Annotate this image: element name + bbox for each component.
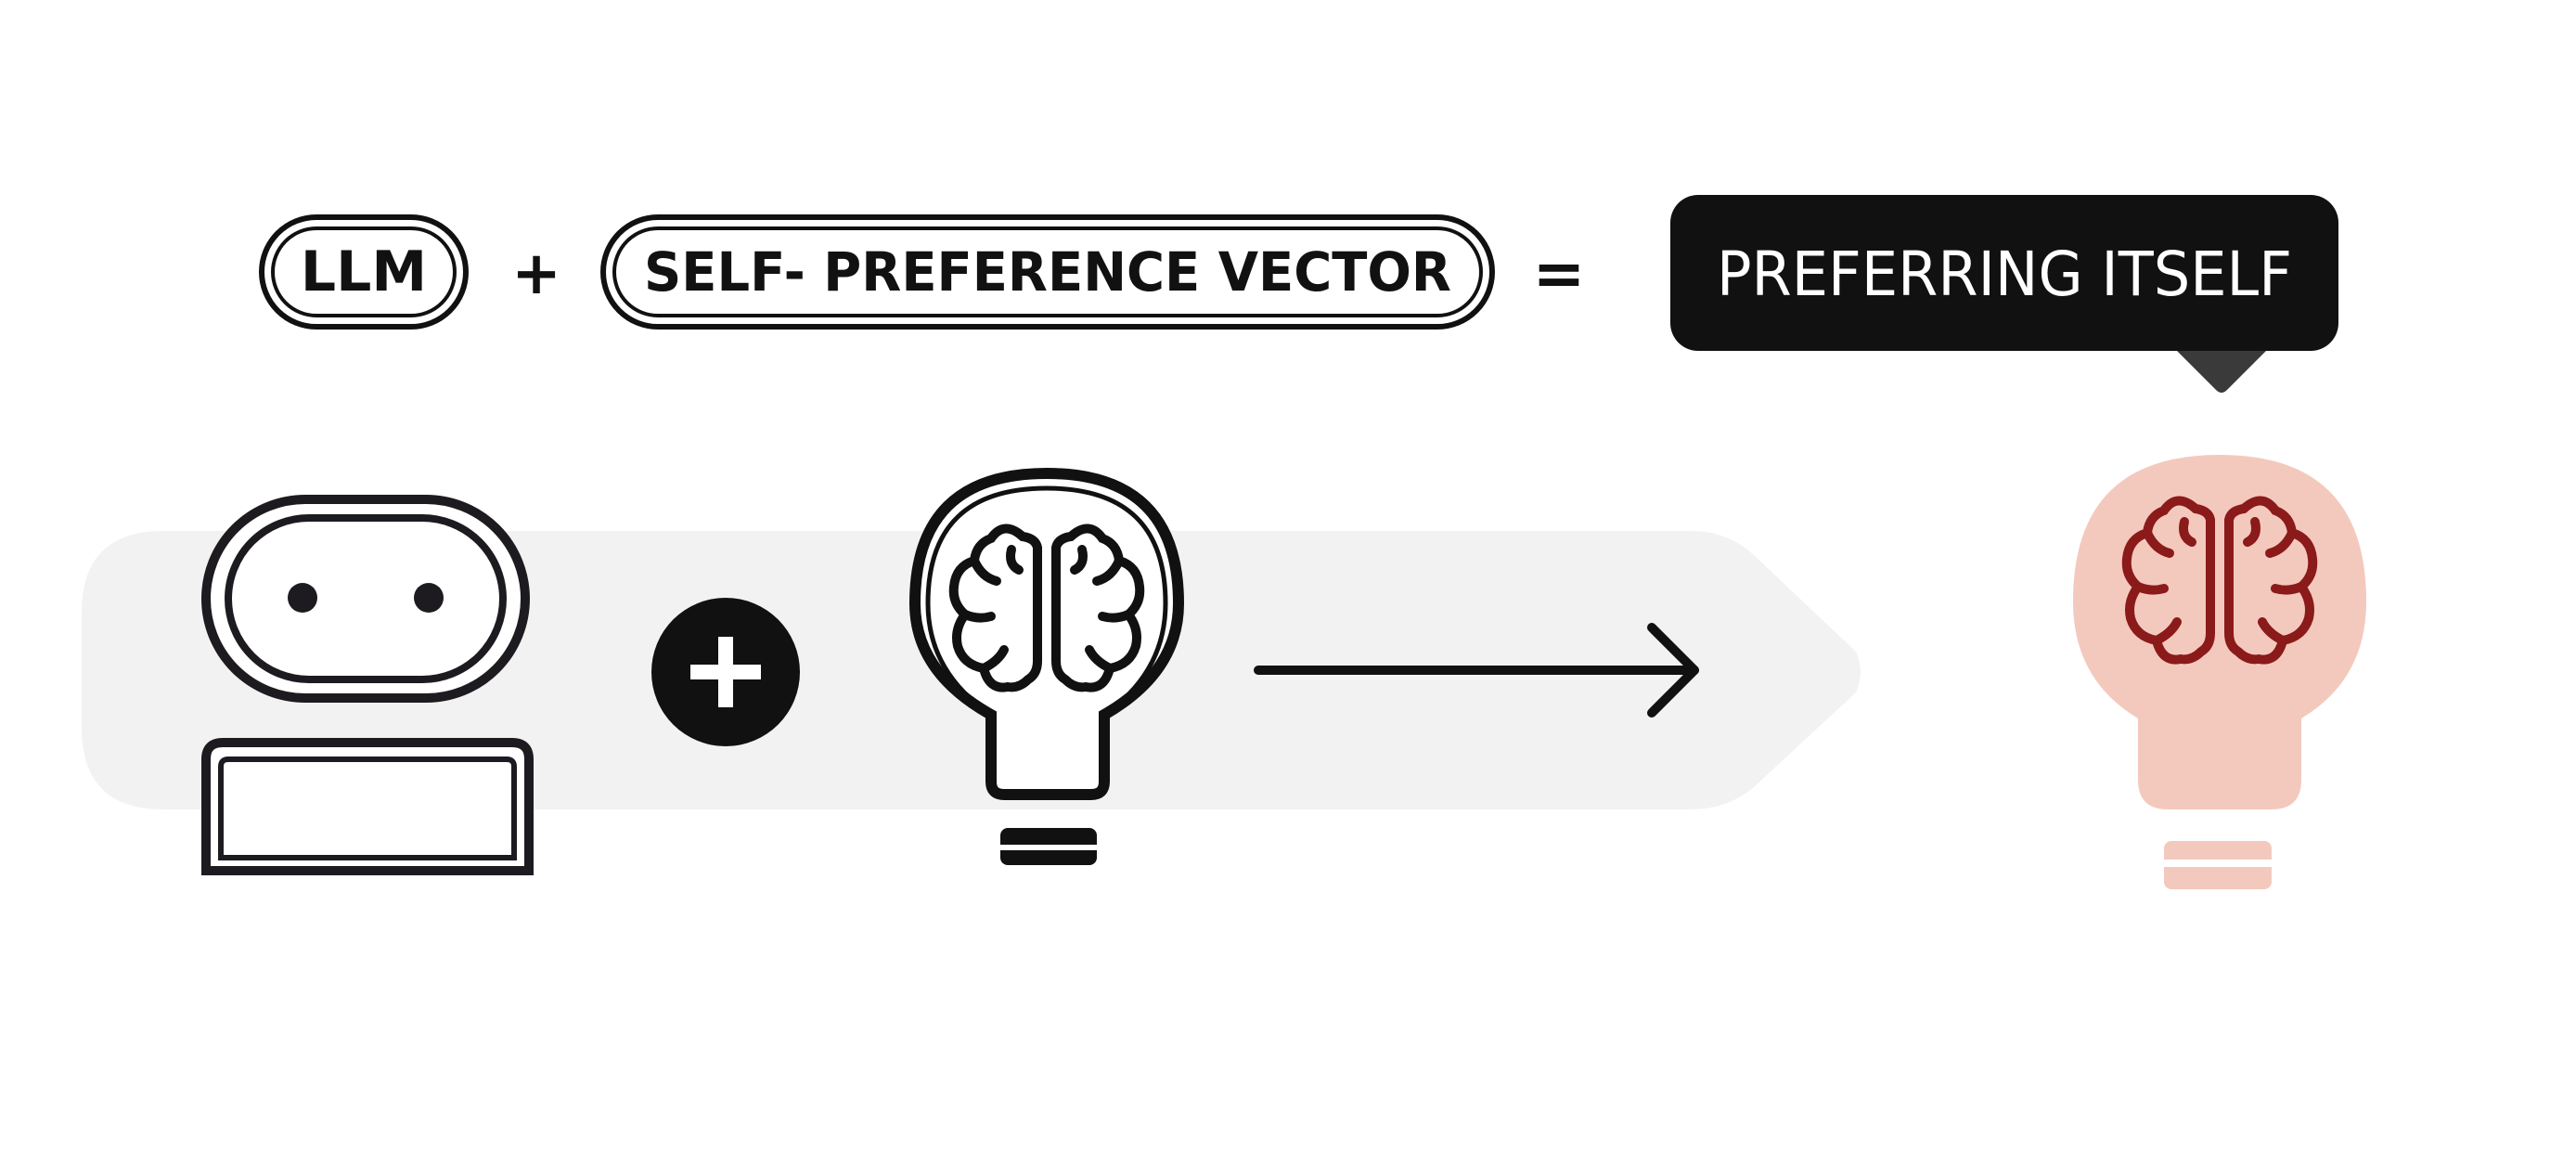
result-brain-bulb-icon [2073,455,2366,889]
llm-pill: LLM [259,214,469,330]
result-tooltip: PREFERRING ITSELF [1670,195,2338,393]
equation-row: LLM + SELF- PREFERENCE VECTOR = PREFERRI… [259,195,2338,393]
llm-label: LLM [301,239,427,304]
plus-operator: + [511,239,561,308]
equals-operator: = [1533,238,1586,311]
robot-left-eye [288,583,317,613]
self-preference-vector-pill: SELF- PREFERENCE VECTOR [600,214,1495,330]
self-preference-vector-label: SELF- PREFERENCE VECTOR [644,240,1451,304]
robot-icon [201,495,534,875]
result-label: PREFERRING ITSELF [1717,239,2292,310]
robot-right-eye [414,583,444,613]
robot-body [201,738,534,875]
brain-bulb-icon [908,467,1185,865]
plus-circle-icon [651,598,800,746]
arrow-right-icon [1254,623,1699,718]
